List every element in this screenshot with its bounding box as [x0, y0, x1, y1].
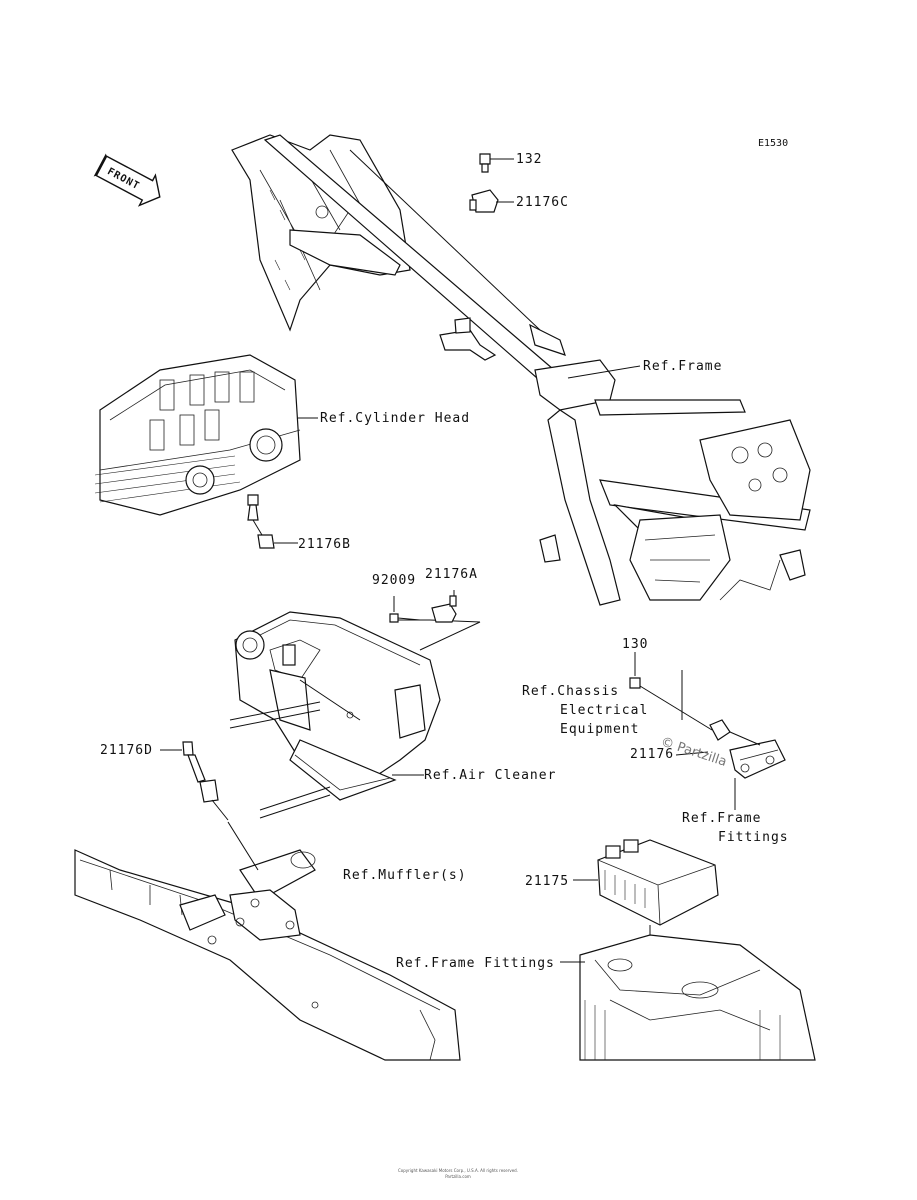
sensor-21176a-drawing	[431, 590, 457, 623]
callout-ref-frame-fittings-line2: Fittings	[718, 830, 789, 845]
muffler-drawing	[74, 821, 461, 1061]
callout-21176c: 21176C	[516, 195, 569, 210]
bolt-132-drawing	[479, 153, 514, 173]
frame-drawing	[231, 134, 811, 606]
callout-ref-chassis-line3: Equipment	[560, 722, 639, 737]
front-arrow-icon: FRONT	[93, 153, 161, 207]
callout-21176b: 21176B	[298, 537, 351, 552]
ecu-21175-drawing	[573, 839, 719, 990]
sensor-21176c-drawing	[469, 189, 514, 213]
callout-132: 132	[516, 152, 542, 167]
callout-ref-frame: Ref.Frame	[643, 359, 722, 374]
callout-ref-cylinder-head: Ref.Cylinder Head	[320, 411, 470, 426]
callout-21176: 21176	[630, 747, 674, 762]
callout-ref-air-cleaner: Ref.Air Cleaner	[424, 768, 556, 783]
sensor-21176-drawing	[629, 652, 786, 810]
callout-92009: 92009	[372, 573, 416, 588]
callout-ref-chassis-line1: Ref.Chassis	[522, 684, 619, 699]
callout-21175: 21175	[525, 874, 569, 889]
callout-ref-frame-fittings-line1: Ref.Frame	[682, 811, 761, 826]
callout-21176d: 21176D	[100, 743, 153, 758]
footer-line2: Partzilla.com	[445, 1174, 471, 1179]
footer-line1: Copyright Kawasaki Motors Corp., U.S.A. …	[398, 1168, 518, 1173]
diagram-code: E1530	[758, 138, 788, 149]
tray-frame-fittings-drawing	[560, 934, 816, 1061]
bolt-92009-drawing	[389, 596, 421, 623]
callout-ref-muffler: Ref.Muffler(s)	[343, 868, 467, 883]
callout-130: 130	[622, 637, 648, 652]
cylinder-head-drawing	[94, 354, 318, 549]
sensor-21176d-drawing	[160, 741, 229, 821]
air-cleaner-drawing	[229, 611, 481, 819]
callout-ref-chassis-line2: Electrical	[560, 703, 648, 718]
callout-21176a: 21176A	[425, 567, 478, 582]
callout-ref-frame-fittings-2: Ref.Frame Fittings	[396, 956, 555, 971]
